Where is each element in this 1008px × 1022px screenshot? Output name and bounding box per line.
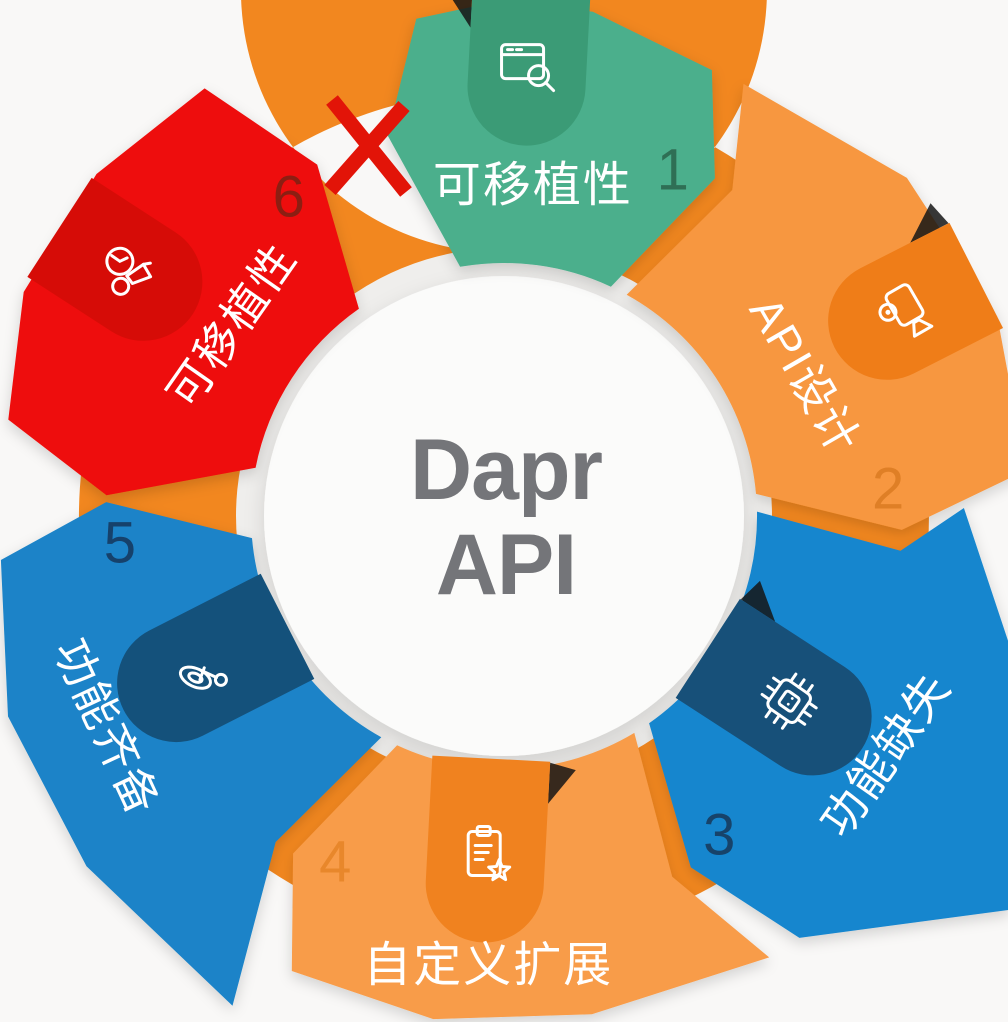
cpu-chip-icon: [760, 672, 818, 730]
segment-4-label: 自定义扩展: [363, 939, 613, 992]
clipboard-star-icon: [466, 825, 512, 882]
video-camera-icon: [878, 283, 934, 338]
segment-1-badge: [467, 0, 591, 146]
segment-5-badge: [117, 573, 315, 743]
segment-4-badge: [425, 755, 551, 943]
segment-5-full-features-shape: [0, 502, 382, 1006]
segment-2-api-design-shape: [626, 83, 1008, 530]
segment-2-number: 2: [872, 457, 904, 522]
badge-shadow-wedge: [446, 0, 473, 28]
segment-3-number: 3: [703, 803, 735, 868]
badge-shadow-wedge: [548, 762, 576, 804]
segment-1-label: 可移植性: [433, 159, 633, 212]
badge-shadow-wedge: [910, 203, 949, 243]
segment-3-badge: [675, 598, 872, 776]
segment-6-number: 6: [273, 164, 305, 229]
cross-mark: [324, 95, 412, 197]
announcement-icon: [105, 246, 153, 296]
segment-2-badge: [828, 222, 1004, 380]
center-circle: [264, 276, 744, 756]
badge-shadow-wedge: [740, 580, 776, 622]
center-title-line2: API: [436, 517, 576, 613]
satellite-dish-icon: [178, 665, 228, 690]
segment-4-number: 4: [319, 830, 351, 895]
segment-5-number: 5: [104, 510, 136, 575]
center-title-line1: Dapr: [410, 422, 602, 518]
segment-1-number: 1: [657, 138, 689, 203]
browser-search-icon: [500, 43, 556, 93]
